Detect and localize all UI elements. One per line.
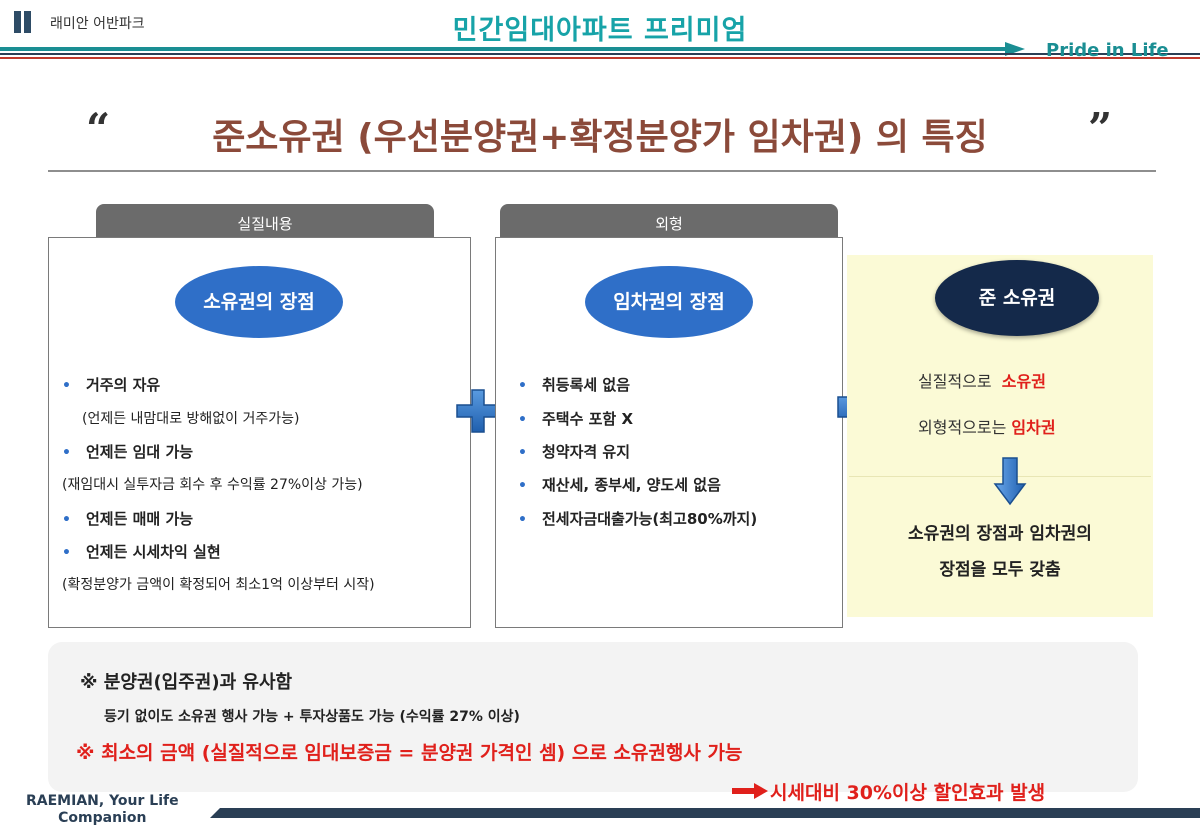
list-item: •재산세, 종부세, 양도세 없음 xyxy=(518,476,721,494)
list-item: •언제든 임대 가능 xyxy=(62,443,194,461)
list-item: •취등록세 없음 xyxy=(518,376,631,394)
tab-substance: 실질내용 xyxy=(96,204,434,238)
list-item: •청약자격 유지 xyxy=(518,443,631,461)
list-item: •언제든 시세차익 실현 xyxy=(62,543,221,561)
list-item: •언제든 매매 가능 xyxy=(62,510,194,528)
tab-appearance: 외형 xyxy=(500,204,838,238)
ownership-badge: 소유권의 장점 xyxy=(175,266,343,338)
footer-bar xyxy=(210,808,1200,818)
list-item-note: (확정분양가 금액이 확정되어 최소1억 이상부터 시작) xyxy=(62,577,375,593)
list-item-note: (언제든 내맘대로 방해없이 거주가능) xyxy=(82,411,300,427)
summary-text: 소유권의 장점과 임차권의 장점을 모두 갖춤 xyxy=(908,524,1092,580)
header-teal-rule xyxy=(0,47,1015,51)
note-similarity: ※ 분양권(입주권)과 유사함 xyxy=(80,672,293,693)
lease-highlight: 임차권 xyxy=(1011,418,1056,437)
list-item: •주택수 포함 X xyxy=(518,410,634,428)
open-quote: “ xyxy=(86,104,111,153)
page-header-title: 민간임대아파트 프리미엄 xyxy=(452,15,748,46)
lease-list: •취등록세 없음 •주택수 포함 X •청약자격 유지 •재산세, 종부세, 양… xyxy=(518,374,757,541)
header-red-rule xyxy=(0,57,1200,59)
slogan: Pride in Life xyxy=(1046,40,1169,61)
note-registration: 등기 없이도 소유권 행사 가능 + 투자상품도 가능 (수익률 27% 이상) xyxy=(104,709,520,725)
quasi-ownership-badge: 준 소유권 xyxy=(935,260,1099,336)
close-quote: ” xyxy=(1088,104,1113,153)
arrow-down-icon xyxy=(993,457,1027,506)
red-arrow-icon xyxy=(732,783,768,799)
panel-divider xyxy=(849,476,1151,477)
note-discount: 시세대비 30%이상 할인효과 발생 xyxy=(770,782,1046,804)
list-item: •전세자금대출가능(최고80%까지) xyxy=(518,510,758,528)
logo-bars-icon xyxy=(14,11,40,33)
header-navy-rule xyxy=(0,53,1200,55)
list-item: •거주의 자유 xyxy=(62,376,161,394)
ownership-panel xyxy=(48,237,471,628)
substance-line: 실질적으로 소유권 xyxy=(918,372,1046,391)
main-title: 준소유권 (우선분양권+확정분양가 임차권) 의 특징 xyxy=(212,117,988,158)
ownership-highlight: 소유권 xyxy=(1001,372,1046,391)
lease-badge: 임차권의 장점 xyxy=(585,266,753,338)
appearance-line: 외형적으로는 임차권 xyxy=(918,418,1056,437)
note-minimum-amount: ※ 최소의 금액 (실질적으로 임대보증금 = 분양권 가격인 셈) 으로 소유… xyxy=(76,742,743,764)
header-rule-arrow-icon xyxy=(1005,42,1025,56)
title-divider xyxy=(48,170,1156,172)
plus-icon xyxy=(456,389,500,433)
ownership-list: •거주의 자유 (언제든 내맘대로 방해없이 거주가능) •언제든 임대 가능 … xyxy=(62,374,375,604)
footer-slogan: RAEMIAN, Your Life Companion xyxy=(26,793,179,826)
list-item-note: (재임대시 실투자금 회수 후 수익률 27%이상 가능) xyxy=(62,477,363,493)
notes-box xyxy=(48,642,1138,792)
brand-name: 래미안 어반파크 xyxy=(50,16,145,32)
